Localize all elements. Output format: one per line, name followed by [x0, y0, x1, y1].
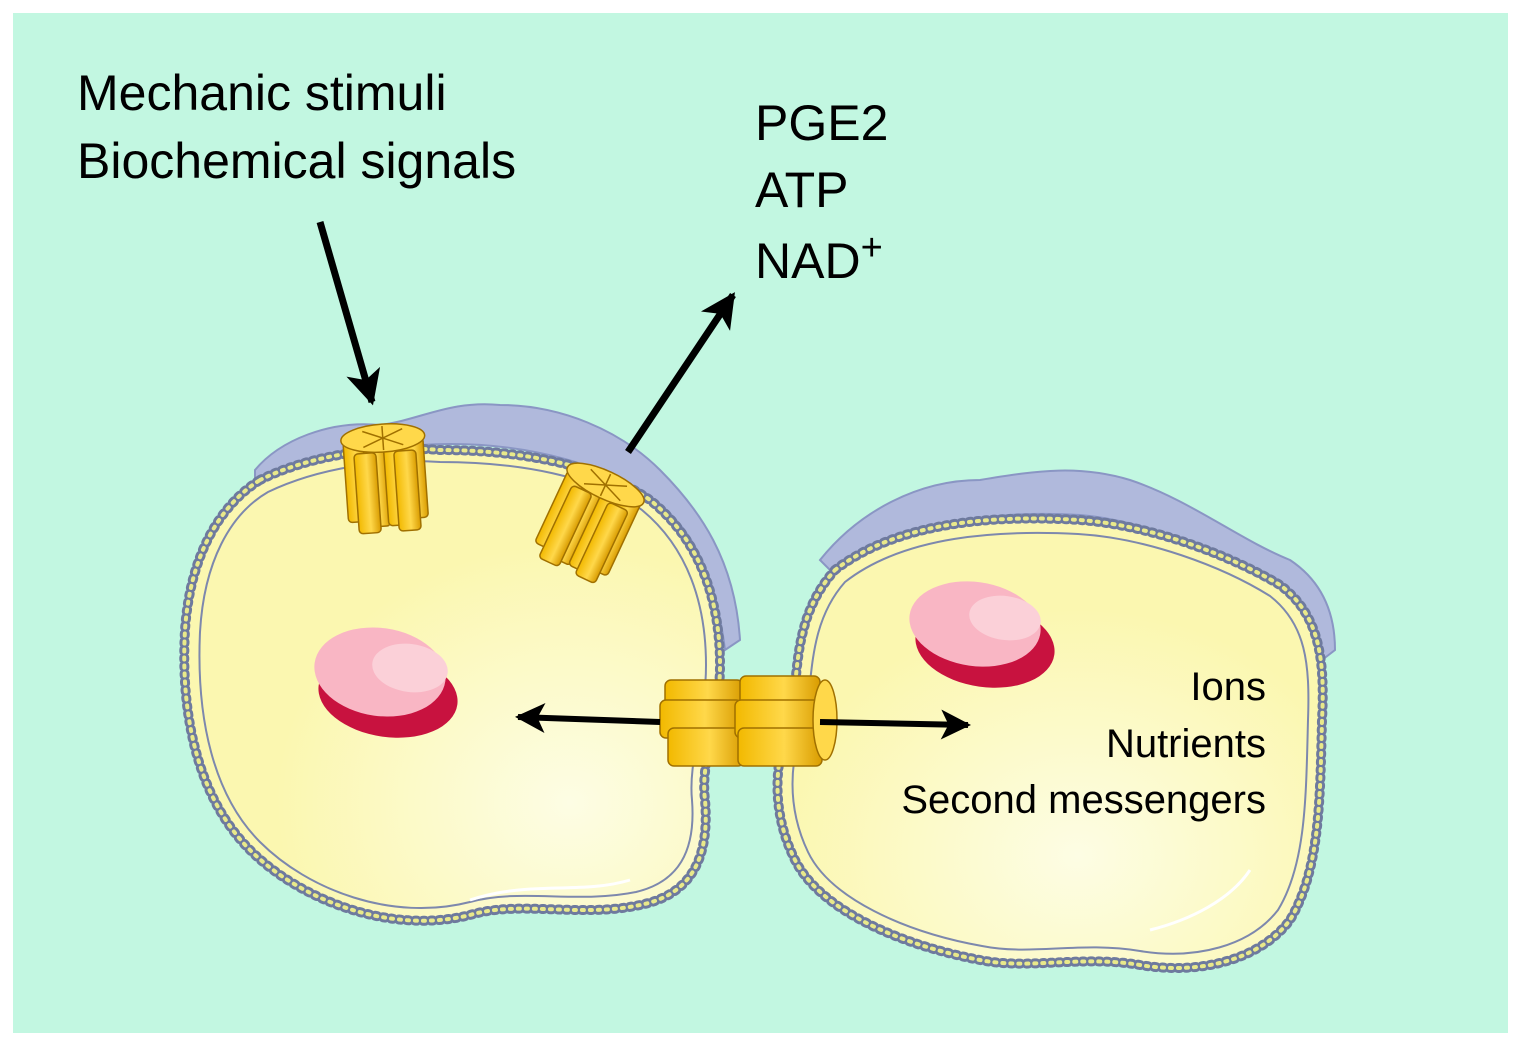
arrow-release-out	[625, 292, 736, 454]
hemichannel-1-icon	[340, 423, 429, 535]
label-nutrients: Nutrients	[1106, 722, 1266, 766]
label-nad: NAD+	[755, 227, 883, 289]
label-biochemical-signals: Biochemical signals	[77, 133, 516, 189]
label-nad-superscript: +	[861, 227, 883, 269]
arrow-stimuli-in	[316, 221, 381, 406]
left-cell-apical-surface	[254, 403, 742, 652]
left-cell-membrane-beads	[182, 446, 723, 923]
label-mechanic-stimuli: Mechanic stimuli	[77, 65, 447, 121]
label-second-messengers: Second messengers	[901, 778, 1266, 822]
right-cell-membrane-beads	[775, 516, 1325, 970]
arrow-gap-right	[819, 709, 971, 740]
left-cell-inner-membrane	[198, 460, 708, 910]
label-ions: Ions	[1190, 665, 1266, 709]
right-cell-inner-membrane	[791, 531, 1310, 955]
left-cell-highlight	[469, 878, 631, 902]
left-cell	[179, 403, 742, 926]
right-cell-apical-surface	[818, 469, 1337, 662]
label-nad-base: NAD	[755, 233, 861, 289]
arrow-gap-left	[515, 702, 661, 733]
label-pge2: PGE2	[755, 95, 888, 151]
right-cell-highlight	[1149, 869, 1252, 932]
hemichannel-2-icon	[535, 462, 645, 584]
right-cell	[772, 469, 1337, 973]
right-nucleus-icon	[909, 581, 1055, 688]
left-nucleus-icon	[314, 627, 458, 738]
gap-junction-icon	[659, 675, 838, 767]
label-atp: ATP	[755, 162, 849, 218]
